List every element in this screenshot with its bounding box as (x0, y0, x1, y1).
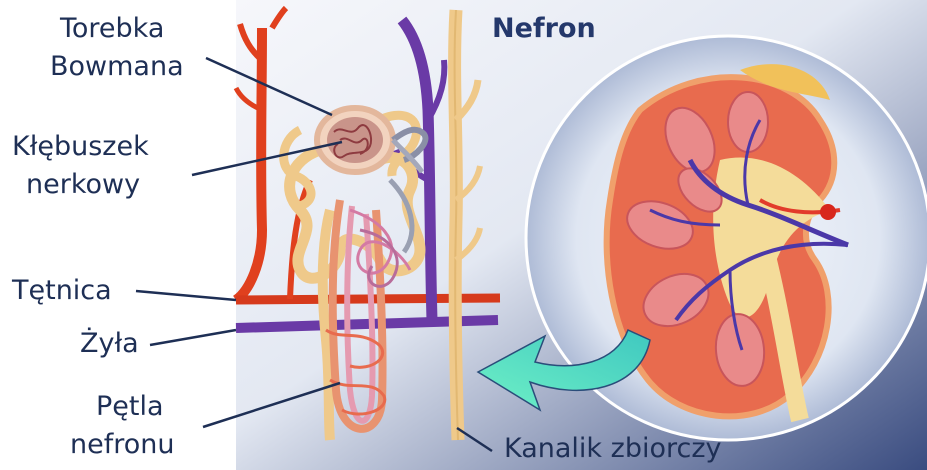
label-collecting-duct: Kanalik zbiorczy (504, 432, 722, 466)
label-glomerulus-line1: Kłębuszek (12, 130, 149, 164)
label-bowman-line2: Bowmana (50, 50, 184, 84)
label-vein: Żyła (80, 327, 139, 361)
label-glomerulus-line2: nerkowy (26, 168, 140, 202)
label-loop-line1: Pętla (96, 390, 164, 424)
label-artery: Tętnica (12, 274, 112, 308)
renal-artery (820, 204, 836, 220)
leader-line-artery (136, 291, 236, 300)
pyramid (728, 92, 768, 152)
leader-line-vein (150, 330, 236, 345)
diagram-title: Nefron (492, 13, 596, 44)
label-bowman-line1: Torebka (60, 12, 164, 46)
label-loop-line2: nefronu (70, 428, 174, 462)
